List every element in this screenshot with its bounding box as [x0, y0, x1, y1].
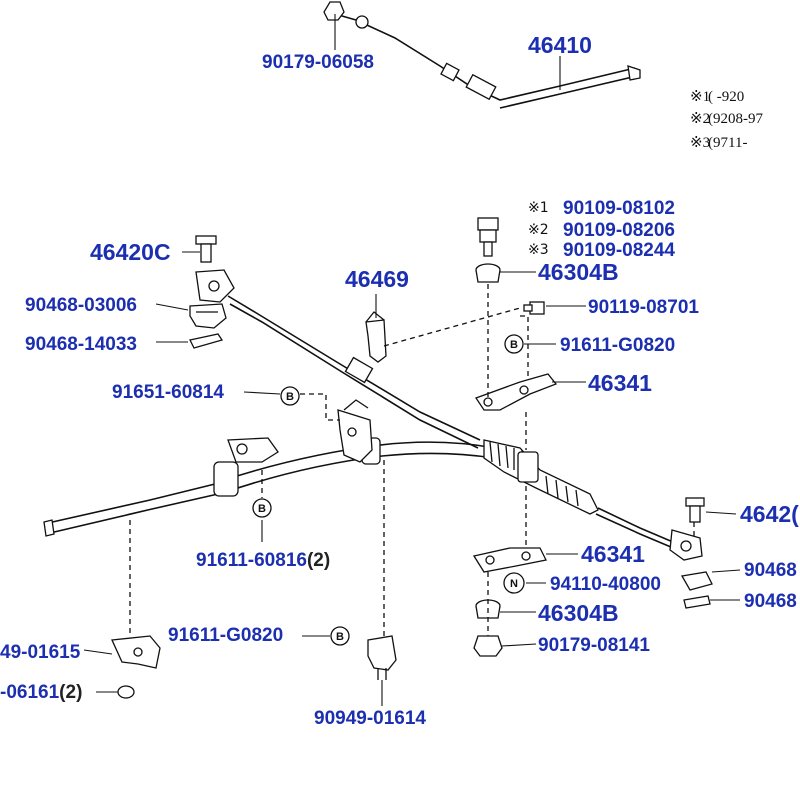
label-91611-60816: 91611-60816 — [196, 550, 307, 571]
cable-main-left — [43, 437, 496, 537]
label-90179-06058: 90179-06058 — [262, 52, 374, 73]
clip-90468-14033 — [189, 333, 224, 349]
label-46341-top: 46341 — [588, 370, 652, 396]
cable-46410 — [323, 1, 641, 109]
label-mark-2: ※2 — [528, 222, 549, 238]
label-90109-08206: 90109-08206 — [563, 220, 675, 241]
nut-91611-g0820-bottom: B — [330, 626, 350, 646]
badge-n: N — [510, 578, 518, 590]
assembly-lines — [129, 284, 695, 636]
label-46304b-bottom: 46304B — [538, 600, 619, 626]
leader-lines — [83, 14, 741, 706]
bracket-46341-top — [475, 373, 558, 411]
bolt-46420-right — [685, 497, 705, 523]
nut-06161 — [117, 685, 135, 699]
label-90949-01614: 90949-01614 — [314, 708, 426, 729]
svg-text:-06161(2): -06161(2) — [0, 682, 82, 703]
clip-90468-right-2 — [683, 595, 711, 609]
label-mark-3: ※3 — [528, 242, 549, 258]
svg-text:91611-60816(2): 91611-60816(2) — [196, 550, 330, 571]
label-90119-08701: 90119-08701 — [588, 297, 699, 318]
label-46341-bottom: 46341 — [581, 541, 645, 567]
label-46420-right: 4642( — [740, 501, 799, 527]
label-91651-60814: 91651-60814 — [112, 382, 224, 403]
note-text-2: (9208-97 — [708, 111, 763, 127]
label-mark-1: ※1 — [528, 200, 549, 216]
note-mark-1: ※1 — [690, 89, 710, 105]
nut-94110-40800: N — [503, 572, 525, 594]
note-text-1: ( -920 — [708, 89, 744, 105]
label-91611-60816-qty: (2) — [307, 550, 330, 571]
label-91611-g0820-top: 91611-G0820 — [560, 335, 675, 356]
label-91611-g0820-bottom: 91611-G0820 — [168, 625, 283, 646]
label-06161: -06161 — [0, 682, 60, 703]
label-46469: 46469 — [345, 266, 409, 292]
label-49-01615: 49-01615 — [0, 642, 81, 663]
label-90179-08141: 90179-08141 — [538, 635, 650, 656]
badge-b: B — [336, 631, 344, 643]
badge-b: B — [286, 391, 294, 403]
nut-91611-g0820-top: B — [504, 334, 524, 354]
label-90109-08244: 90109-08244 — [563, 240, 675, 261]
nut-90179-08141 — [473, 635, 503, 657]
adjuster-section — [483, 439, 703, 561]
label-90468-03006: 90468-03006 — [25, 295, 137, 316]
bolt-90119-08701 — [523, 301, 545, 315]
equalizer-bracket — [227, 399, 373, 463]
clip-90468-right-1 — [680, 571, 713, 591]
clip-90949-01615 — [111, 635, 161, 669]
bolt-90109 — [477, 217, 499, 257]
bushing-46304b-top — [475, 263, 501, 283]
label-90468-right-1: 90468 — [744, 560, 797, 581]
cable-46420c — [195, 269, 481, 449]
label-90109-08102: 90109-08102 — [563, 198, 675, 219]
bracket-46469 — [365, 311, 387, 363]
clip-90949-01614 — [367, 635, 397, 680]
bracket-46341-bottom — [472, 547, 547, 573]
label-46304b-top: 46304B — [538, 259, 619, 285]
bolt-91611-60816: B — [252, 498, 272, 518]
badge-b: B — [510, 339, 518, 351]
label-46420c: 46420C — [90, 239, 171, 265]
notes-legend: ※1 ( -920 ※2 (9208-97 ※3 (9711- — [690, 89, 763, 151]
label-90468-14033: 90468-14033 — [25, 334, 137, 355]
label-46410: 46410 — [528, 32, 592, 58]
badge-b: B — [258, 503, 266, 515]
note-mark-2: ※2 — [690, 111, 710, 127]
label-94110-40800: 94110-40800 — [550, 574, 661, 595]
label-06161-qty: (2) — [59, 682, 82, 703]
bolt-46420c — [195, 235, 217, 263]
clip-90468-03006 — [189, 303, 227, 329]
bolt-91651-60814: B — [280, 386, 300, 406]
label-90468-right-2: 90468 — [744, 591, 797, 612]
note-mark-3: ※3 — [690, 135, 710, 151]
note-text-3: (9711- — [708, 135, 747, 151]
